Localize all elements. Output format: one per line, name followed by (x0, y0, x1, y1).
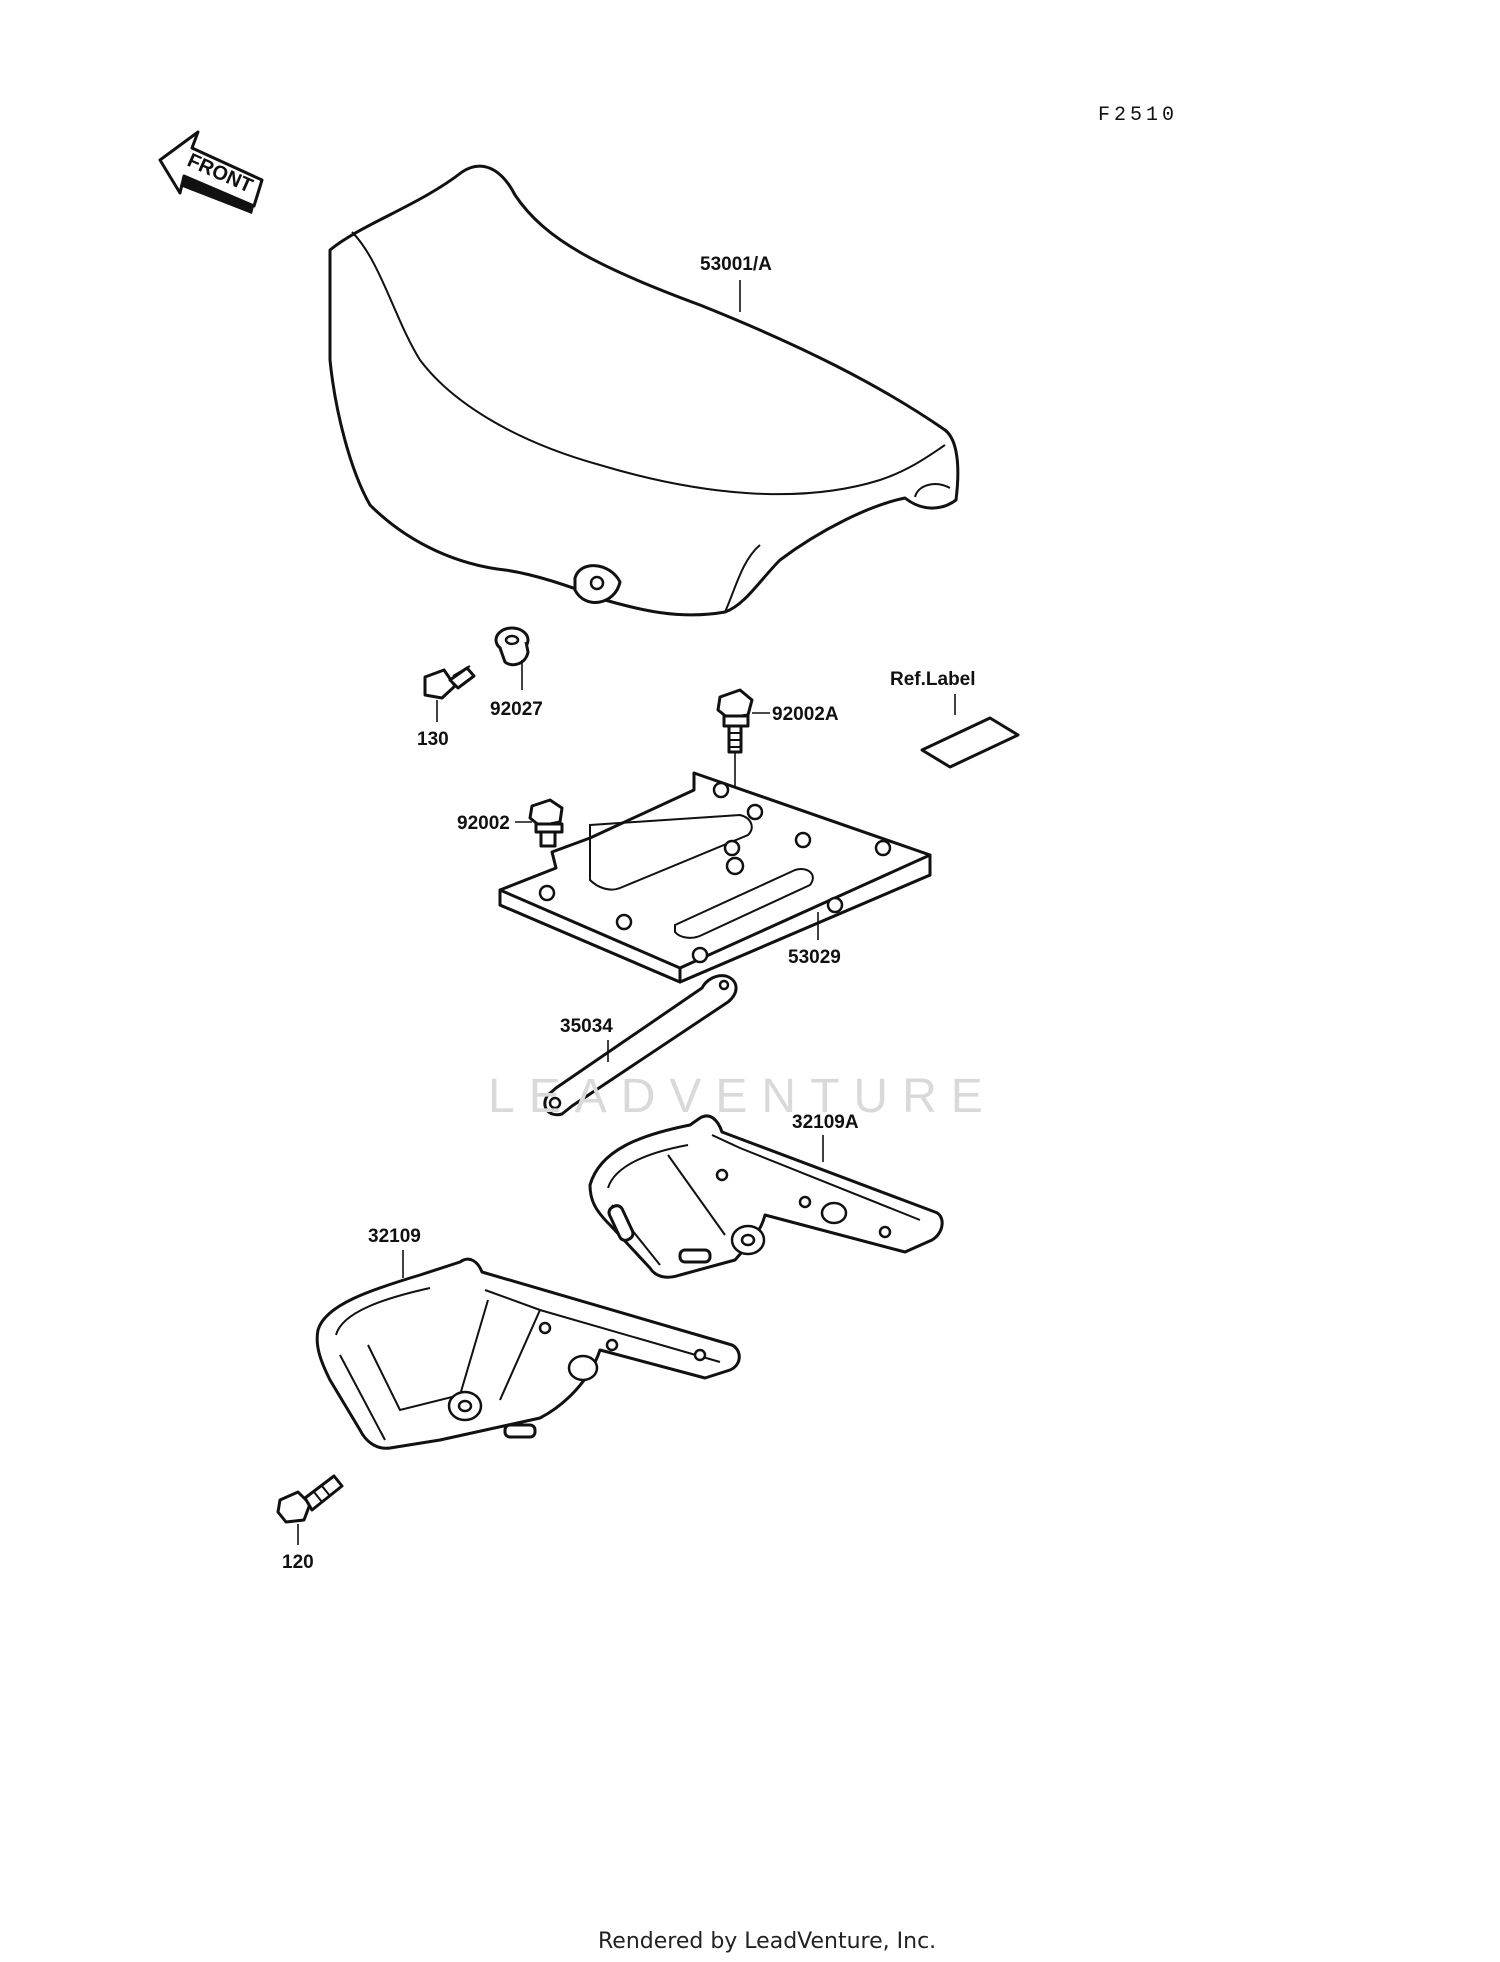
diagram-code: F2510 (1098, 104, 1178, 127)
seat-label: 53001/A (700, 254, 772, 275)
ref-label-text: Ref.Label (890, 669, 976, 690)
bolt-92002a-drawing (716, 688, 754, 754)
strap-35034-drawing (543, 974, 738, 1117)
bracket-32109a-label: 32109A (792, 1112, 859, 1133)
strap-35034-label: 35034 (560, 1016, 613, 1037)
bolt-120-drawing (276, 1474, 344, 1524)
watermark-text: LEADVENTURE (488, 1070, 997, 1123)
collar-92027-label: 92027 (490, 699, 543, 720)
bolt-92002a-label: 92002A (772, 704, 839, 725)
bolt-130-label: 130 (417, 729, 449, 750)
seat-base-plate-label: 53029 (788, 947, 841, 968)
bracket-32109-label: 32109 (368, 1226, 421, 1247)
bracket-32109-drawing (315, 1257, 741, 1450)
bolt-92002-label: 92002 (457, 813, 510, 834)
bracket-32109a-drawing (588, 1114, 944, 1279)
bolt-92002-drawing (528, 798, 564, 848)
bolt-130-drawing (423, 665, 476, 700)
seat-base-plate-drawing (498, 771, 932, 984)
bolt-120-label: 120 (282, 1552, 314, 1573)
front-arrow-icon: FRONT (158, 130, 264, 214)
collar-92027-drawing (494, 626, 530, 667)
footer-credit: Rendered by LeadVenture, Inc. (598, 1929, 936, 1954)
ref-label-sticker (920, 716, 1020, 769)
seat-drawing (328, 164, 960, 617)
